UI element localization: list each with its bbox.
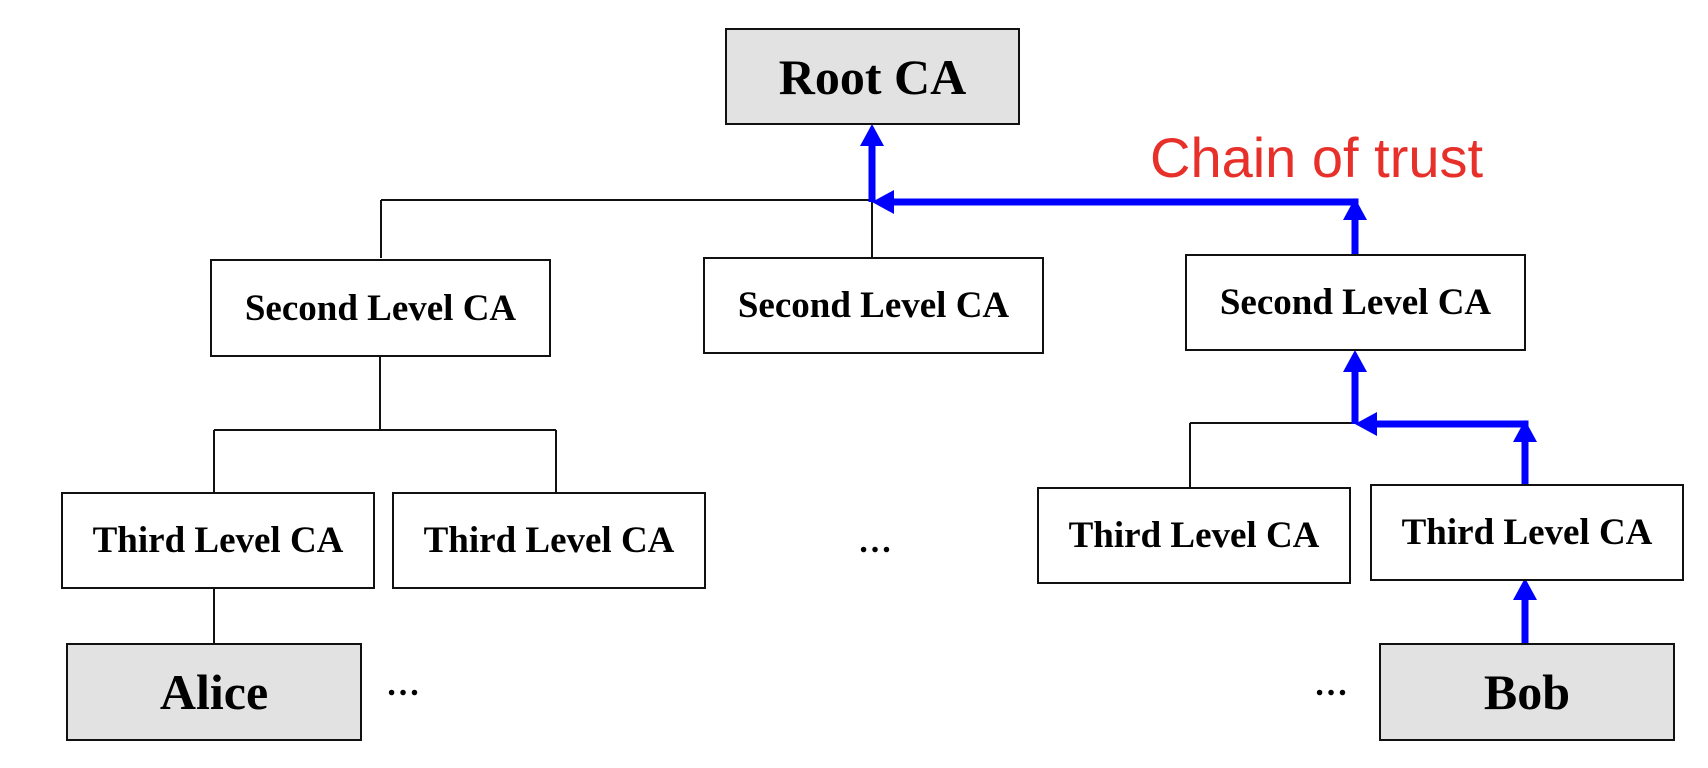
- bob-label: Bob: [1483, 664, 1571, 720]
- chain-second-right-to-bar: [888, 198, 1359, 255]
- third-level-ca-node-4: Third Level CA: [1370, 484, 1684, 581]
- chain-third-4-to-branch: [1368, 420, 1529, 484]
- ellipsis-after-alice: …: [386, 666, 420, 703]
- arrowhead-into-third-4: [1513, 578, 1537, 600]
- tree-connectors: [213, 199, 1355, 644]
- arrowhead-into-root: [860, 124, 884, 146]
- third-level-ca-label: Third Level CA: [1068, 515, 1320, 556]
- root-ca-label: Root CA: [778, 48, 967, 105]
- arrowhead-branch-left: [1355, 412, 1377, 436]
- second-level-ca-node-left: Second Level CA: [210, 259, 551, 357]
- chain-arrowheads: [860, 124, 1537, 600]
- bob-node: Bob: [1379, 643, 1675, 741]
- arrowhead-third-4-riser: [1513, 420, 1537, 442]
- ellipsis-middle: …: [858, 523, 892, 560]
- third-level-ca-node-1: Third Level CA: [61, 492, 375, 589]
- second-level-ca-label: Second Level CA: [1219, 282, 1492, 323]
- second-level-ca-label: Second Level CA: [244, 287, 517, 329]
- third-level-ca-label: Third Level CA: [1401, 512, 1653, 553]
- alice-label: Alice: [159, 664, 269, 720]
- second-level-ca-node-right: Second Level CA: [1185, 254, 1526, 351]
- alice-node: Alice: [66, 643, 362, 741]
- root-ca-node: Root CA: [725, 28, 1020, 125]
- arrowhead-second-right-riser: [1343, 198, 1367, 220]
- chain-of-trust-label: Chain of trust: [1150, 126, 1484, 189]
- third-level-ca-label: Third Level CA: [423, 520, 675, 561]
- second-level-ca-label: Second Level CA: [737, 285, 1010, 326]
- arrowhead-root-bar-left: [872, 190, 894, 214]
- third-level-ca-node-2: Third Level CA: [392, 492, 706, 589]
- third-level-ca-node-3: Third Level CA: [1037, 487, 1351, 584]
- third-level-ca-label: Third Level CA: [92, 520, 344, 561]
- ellipsis-before-bob: …: [1314, 666, 1348, 703]
- second-level-ca-node-middle: Second Level CA: [703, 257, 1044, 354]
- arrowhead-into-second-right: [1343, 350, 1367, 372]
